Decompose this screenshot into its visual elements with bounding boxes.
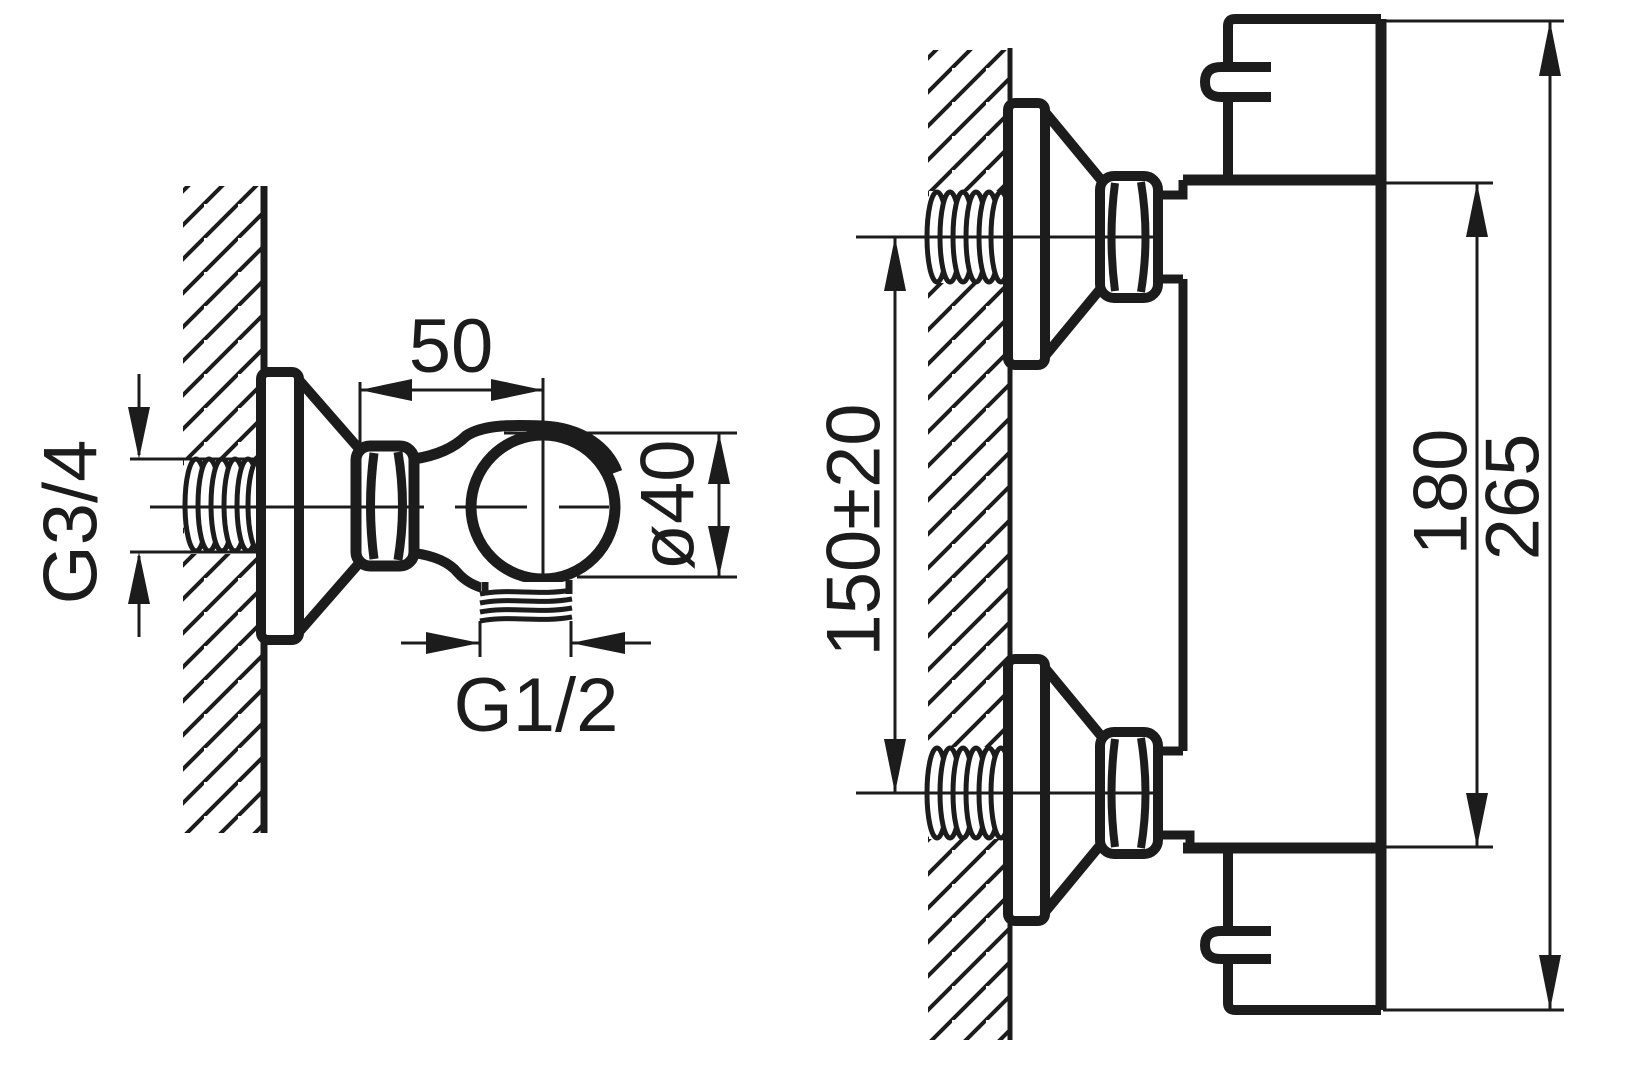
thread-ridge [479,596,573,606]
thread-ridge [479,587,573,597]
outlet-thread-g12 [479,580,573,624]
thread-ridge [479,614,573,624]
dimension-265: 265 [1383,19,1564,1012]
front-view: 150±20 180 265 [812,14,1564,1040]
top-cap [1223,14,1381,180]
escutcheon-cone [294,375,366,637]
arrowhead [1539,21,1561,76]
dimension-d40: ø40 [504,431,737,579]
escutcheon-plate [1003,98,1050,370]
arrowhead [491,379,543,401]
arrowhead [708,526,730,577]
arrowhead [1466,183,1488,237]
dimension-g12: G1/2 [401,621,651,748]
housing-top-contour [413,419,623,475]
dim-label-265: 265 [1471,434,1556,561]
arrowhead [708,433,730,484]
escutcheon-plate [1003,654,1050,926]
housing-bottom-contour [413,548,488,594]
top-cap-clip [1199,62,1271,102]
front-centerlines [856,235,1160,795]
arrowhead [884,739,906,793]
dimension-180: 180 [1383,181,1493,849]
arrowhead [128,407,150,459]
bottom-cap-clip [1199,926,1271,964]
escutcheon-cone [1040,663,1107,917]
arrowhead [360,379,412,401]
dimension-150: 150±20 [812,237,906,793]
arrowhead [1466,793,1488,847]
dim-label-50: 50 [409,304,494,389]
mixer-body [1178,14,1387,1015]
side-view: 50 G3/4 ø40 G1/ [29,186,737,833]
dim-label-d40: ø40 [626,440,711,571]
arrowhead [426,632,480,654]
dim-label-g34: G3/4 [29,440,114,605]
thread-ridge [479,605,573,615]
escutcheon-cone [1040,107,1107,361]
dimension-g34: G3/4 [29,374,264,637]
dim-label-150: 150±20 [812,403,897,656]
arrowhead [1539,955,1561,1010]
side-centerlines [150,378,609,580]
dimension-50: 50 [358,304,543,444]
dim-label-g12: G1/2 [454,663,619,748]
arrowhead [128,552,150,604]
arrowhead [884,237,906,291]
bottom-cap [1223,848,1381,1015]
arrowhead [571,632,625,654]
dim-label-180: 180 [1399,429,1484,556]
